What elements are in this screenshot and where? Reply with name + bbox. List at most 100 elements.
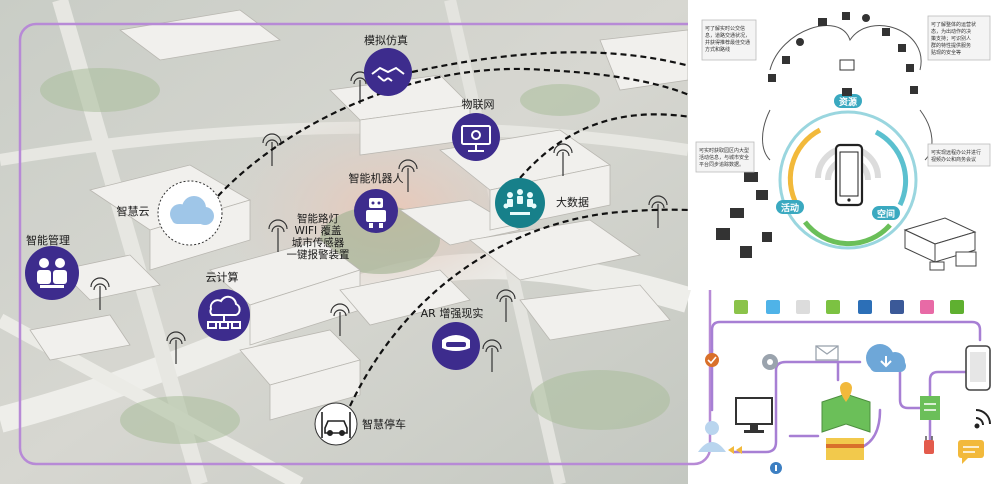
tv-icon [839,59,855,71]
label-computing: 云计算 [206,270,239,284]
speaker-icon [842,88,852,96]
label-wifi: WIFI 覆盖 [295,224,342,237]
note-mid-left: 可实时获取园区内大型 活动信息，与城市安全 平台同步追踪数据。 [695,141,755,173]
document-icon [920,396,940,420]
node-bigdata[interactable]: 大数据 [495,178,589,228]
label-alarm: 一键报警装置 [287,248,350,261]
ring-tag-space: 空间 [872,206,900,220]
svg-text:平台同步追踪数据。: 平台同步追踪数据。 [699,161,744,168]
svg-text:可了解整体的运营状: 可了解整体的运营状 [931,21,976,28]
managers-icon [37,258,67,288]
wrench-icon [882,28,890,36]
twitter-icon [766,300,780,314]
node-ar[interactable]: AR 增强现实 [421,306,484,370]
basket-icon [716,228,730,240]
store-icon [950,300,964,314]
svg-text:视频办公和商务会议: 视频办公和商务会议 [931,156,976,163]
svg-text:空间: 空间 [877,208,895,220]
car-small-icon [782,56,790,64]
note-top-right: 可了解整体的运营状 态，为出动作的决 策支持；可识别人 群的特性提供服务 贴现的… [927,15,991,61]
svg-text:并获得推荐最佳交通: 并获得推荐最佳交通 [705,39,750,46]
antenna-icon [166,331,186,364]
svg-text:策支持；可识别人: 策支持；可识别人 [931,35,971,42]
note-top-left: 可了解实时公交信 息，道路交通状况， 并获得推荐最佳交通 方式和路线 [701,19,757,61]
svg-text:息，道路交通状况，: 息，道路交通状况， [705,32,750,39]
flickr-icon [920,300,934,314]
ring-tag-resource: 资源 [834,94,862,108]
node-computing[interactable]: 云计算 [198,270,250,341]
antenna-icon [398,159,418,192]
node-iot[interactable]: 物联网 [452,97,500,161]
label-cloud: 智慧云 [117,204,150,218]
windows-icon [826,300,840,314]
antenna-icon [330,303,350,336]
node-simulation[interactable]: 模拟仿真 [364,33,412,96]
lamp-icon [910,86,918,94]
apple-icon [796,300,810,314]
ring-panel: 资源 活动 空间 [688,0,1000,290]
check-badge-icon [705,353,719,367]
info-badge-icon [770,462,782,474]
cloud-network-icon [207,295,241,329]
svg-text:可了解实时公交信: 可了解实时公交信 [705,25,745,32]
flow-panel [698,300,991,474]
windows-phone-icon [858,300,872,314]
facebook-icon [890,300,904,314]
truck-icon [818,18,827,26]
plug-icon [924,436,934,454]
people-network-icon [503,189,537,215]
label-simulation: 模拟仿真 [364,33,408,47]
antenna-icon [648,195,668,228]
robot-icon [366,198,386,228]
building-icon [898,44,906,52]
svg-text:群的特性提供服务: 群的特性提供服务 [931,42,971,49]
svg-text:贴现的安全等: 贴现的安全等 [931,49,961,56]
phone-device-icon [965,345,991,391]
handshake-icon [371,66,405,82]
cloud-download-icon [866,344,906,372]
cart-icon [862,14,870,22]
antenna-icon [496,289,516,322]
computer-icon [842,12,850,20]
camera-icon [756,190,768,200]
pin-icon [796,38,804,46]
cloud-icon [170,196,214,225]
node-parking[interactable]: 智慧停车 [314,402,406,446]
node-management[interactable]: 智能管理 [25,233,79,300]
car-icon [321,412,351,438]
furniture-right [903,217,977,271]
device-icons-top [768,12,918,96]
node-cloud[interactable]: 智慧云 [117,180,223,246]
monitor-device-icon [735,397,773,433]
svg-text:可实时获取园区内大型: 可实时获取园区内大型 [699,147,749,154]
monitor-icon [461,125,491,152]
sofa-icon [730,208,744,218]
label-iot: 物联网 [462,97,495,111]
svg-text:态，为出动作的决: 态，为出动作的决 [931,28,971,35]
cabinet-icon [762,232,772,242]
node-robot[interactable]: 智能机器人 [349,171,404,233]
svg-text:活动: 活动 [781,202,799,214]
vr-headset-icon [442,335,470,351]
antenna-icon [268,219,288,252]
label-robot: 智能机器人 [349,171,404,185]
smartphone-icon [834,143,864,207]
streetlight-features: 智能路灯 WIFI 覆盖 城市传感器 一键报警装置 [287,212,350,261]
app-icon-row [734,300,964,314]
phone-icon [906,64,914,72]
envelope-icon [815,345,839,361]
label-parking: 智慧停车 [362,417,406,431]
android-icon [734,300,748,314]
antenna-icon [553,143,573,176]
campus-map [0,0,692,484]
connector-cloud [217,67,701,197]
svg-text:可实现远程办公并进行: 可实现远程办公并进行 [931,149,981,156]
bed-icon [744,172,758,182]
antenna-icon [262,133,282,166]
antenna-icon [90,277,110,310]
svg-text:方式和路线: 方式和路线 [705,46,730,53]
map-location-icon [821,382,871,460]
svg-text:资源: 资源 [839,96,857,108]
bus-icon [768,74,776,82]
